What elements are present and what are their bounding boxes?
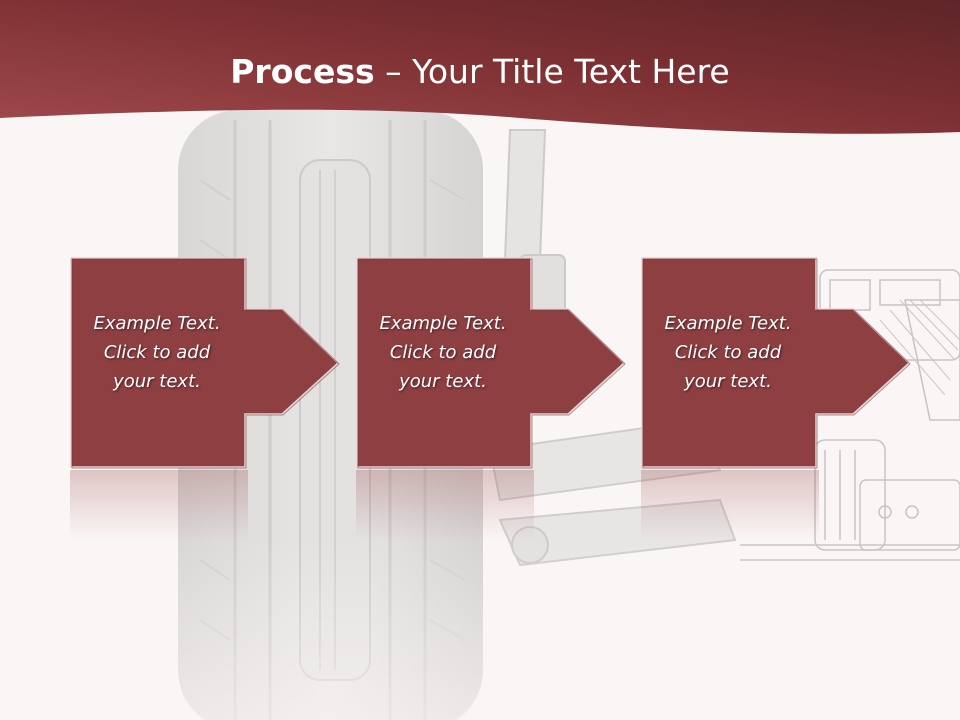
header-band xyxy=(0,0,960,134)
step-1-reflection xyxy=(70,470,248,540)
title-bold: Process xyxy=(230,52,375,91)
step-2-shape xyxy=(356,257,626,469)
step-3-text[interactable]: Example Text. Click to add your text. xyxy=(643,309,813,396)
step-3-shape xyxy=(641,257,911,469)
step-2-line-1: Example Text. xyxy=(379,313,507,334)
step-3-reflection xyxy=(641,470,819,540)
step-3-line-1: Example Text. xyxy=(664,313,792,334)
step-1-line-1: Example Text. xyxy=(93,313,221,334)
step-3-line-3: your text. xyxy=(684,371,772,392)
step-2-line-3: your text. xyxy=(399,371,487,392)
process-step-1[interactable]: Example Text. Click to add your text. xyxy=(70,257,340,477)
step-1-text[interactable]: Example Text. Click to add your text. xyxy=(72,309,242,396)
title-rest: – Your Title Text Here xyxy=(374,52,730,91)
step-3-line-2: Click to add xyxy=(674,342,782,363)
step-2-text[interactable]: Example Text. Click to add your text. xyxy=(358,309,528,396)
process-step-2[interactable]: Example Text. Click to add your text. xyxy=(356,257,626,477)
step-1-line-3: your text. xyxy=(113,371,201,392)
step-1-shape xyxy=(70,257,340,469)
step-2-line-2: Click to add xyxy=(389,342,497,363)
page-title: Process – Your Title Text Here xyxy=(0,52,960,91)
step-2-reflection xyxy=(356,470,534,540)
step-1-line-2: Click to add xyxy=(103,342,211,363)
process-step-3[interactable]: Example Text. Click to add your text. xyxy=(641,257,911,477)
